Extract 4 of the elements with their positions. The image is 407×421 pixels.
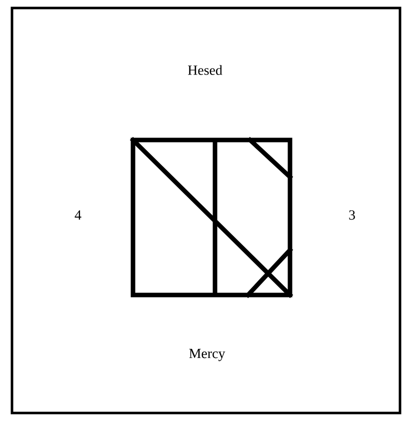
label: 3 (349, 210, 355, 220)
label: Mercy (189, 348, 226, 362)
label: 4 (74, 210, 82, 220)
label: Hesed (188, 65, 222, 75)
